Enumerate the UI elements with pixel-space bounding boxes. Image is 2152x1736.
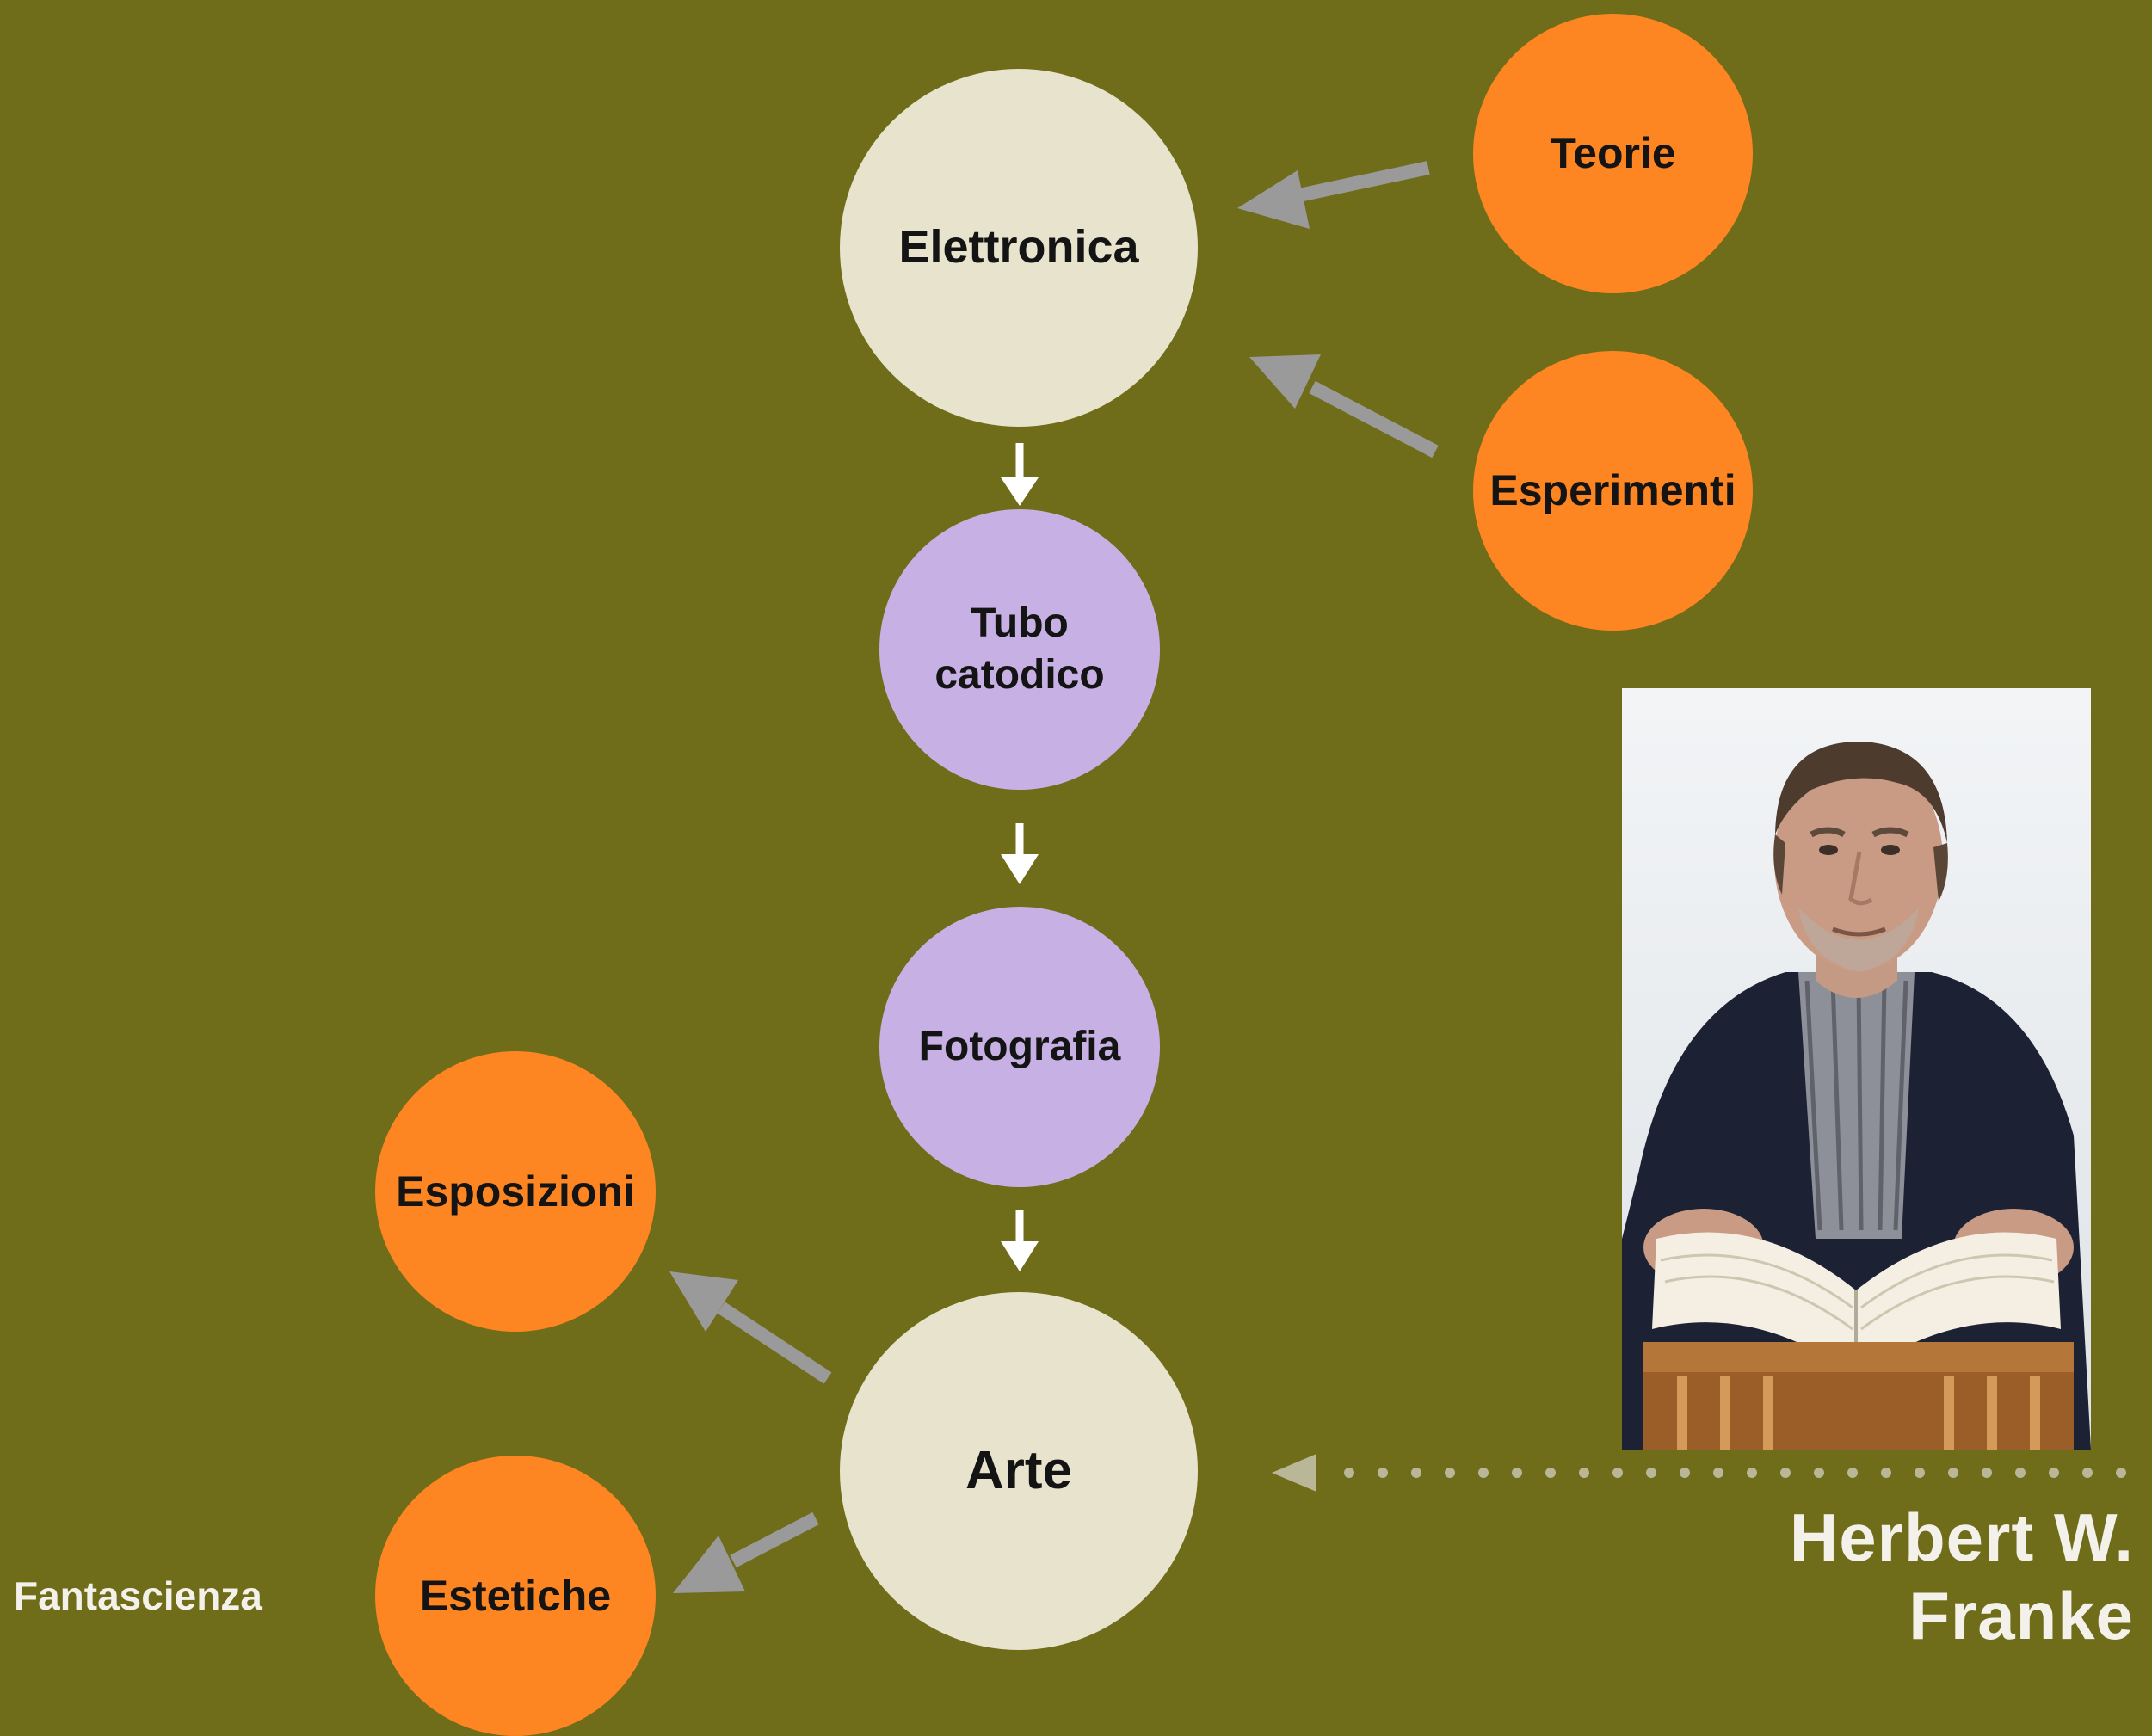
arrow-fotografia-to-arte: [1001, 1210, 1039, 1271]
connector-dot: [2082, 1468, 2093, 1478]
arrow-arte-to-esposizioni: [669, 1271, 832, 1384]
connector-dot: [1612, 1468, 1623, 1478]
connector-dot: [2015, 1468, 2026, 1478]
connector-dot: [1478, 1468, 1489, 1478]
connector-dot: [1948, 1468, 1958, 1478]
arrow-tubo-to-fotografia: [1001, 823, 1039, 884]
connector-dot: [1445, 1468, 1455, 1478]
connector-dot: [1646, 1468, 1656, 1478]
connector-dot: [1915, 1468, 1925, 1478]
connector-dot: [2049, 1468, 2059, 1478]
connector-dot: [1982, 1468, 1992, 1478]
connector-dot: [1680, 1468, 1690, 1478]
node-arte-label: Arte: [965, 1441, 1073, 1501]
dotted-connector-person-to-arte: [1272, 1454, 2126, 1492]
node-esposizioni-label: Esposizioni: [396, 1167, 635, 1216]
arrow-teorie-to-elettronica: [1237, 161, 1430, 229]
person-name-label: Herbert W. Franke: [1789, 1499, 2134, 1653]
connector-dot: [1344, 1468, 1354, 1478]
portrait-illustration: [1622, 688, 2091, 1450]
node-esperimenti: Esperimenti: [1473, 351, 1753, 631]
connector-dot: [1411, 1468, 1421, 1478]
node-elettronica: Elettronica: [840, 69, 1198, 427]
node-teorie-label: Teorie: [1550, 129, 1676, 178]
connector-dot: [1881, 1468, 1891, 1478]
connector-dot: [1747, 1468, 1757, 1478]
connector-dot: [2116, 1468, 2126, 1478]
arrow-elettronica-to-tubo: [1001, 443, 1039, 506]
node-estetiche: Estetiche: [375, 1456, 656, 1736]
node-esperimenti-label: Esperimenti: [1489, 466, 1736, 515]
connector-dot: [1579, 1468, 1589, 1478]
connector-dot: [1512, 1468, 1522, 1478]
node-teorie: Teorie: [1473, 14, 1753, 293]
node-fotografia-label: Fotografia: [918, 1024, 1121, 1069]
connector-dot: [1814, 1468, 1824, 1478]
node-tubo-catodico: Tubo catodico: [879, 509, 1160, 790]
node-tubo-catodico-label: Tubo catodico: [934, 600, 1105, 698]
arrow-arte-to-estetiche: [673, 1511, 819, 1593]
portrait-photo: [1622, 688, 2091, 1450]
connector-dot: [1378, 1468, 1388, 1478]
node-fotografia: Fotografia: [879, 907, 1160, 1187]
arrow-esperimenti-to-elettronica: [1249, 354, 1439, 459]
connector-dot: [1545, 1468, 1556, 1478]
node-elettronica-label: Elettronica: [898, 221, 1139, 274]
node-estetiche-label: Estetiche: [419, 1571, 612, 1620]
connector-dot: [1713, 1468, 1723, 1478]
node-esposizioni: Esposizioni: [375, 1051, 656, 1332]
node-arte: Arte: [840, 1292, 1198, 1650]
connector-dot: [1847, 1468, 1858, 1478]
fantascienza-label: Fantascienza: [14, 1573, 262, 1618]
connector-dot: [1780, 1468, 1791, 1478]
